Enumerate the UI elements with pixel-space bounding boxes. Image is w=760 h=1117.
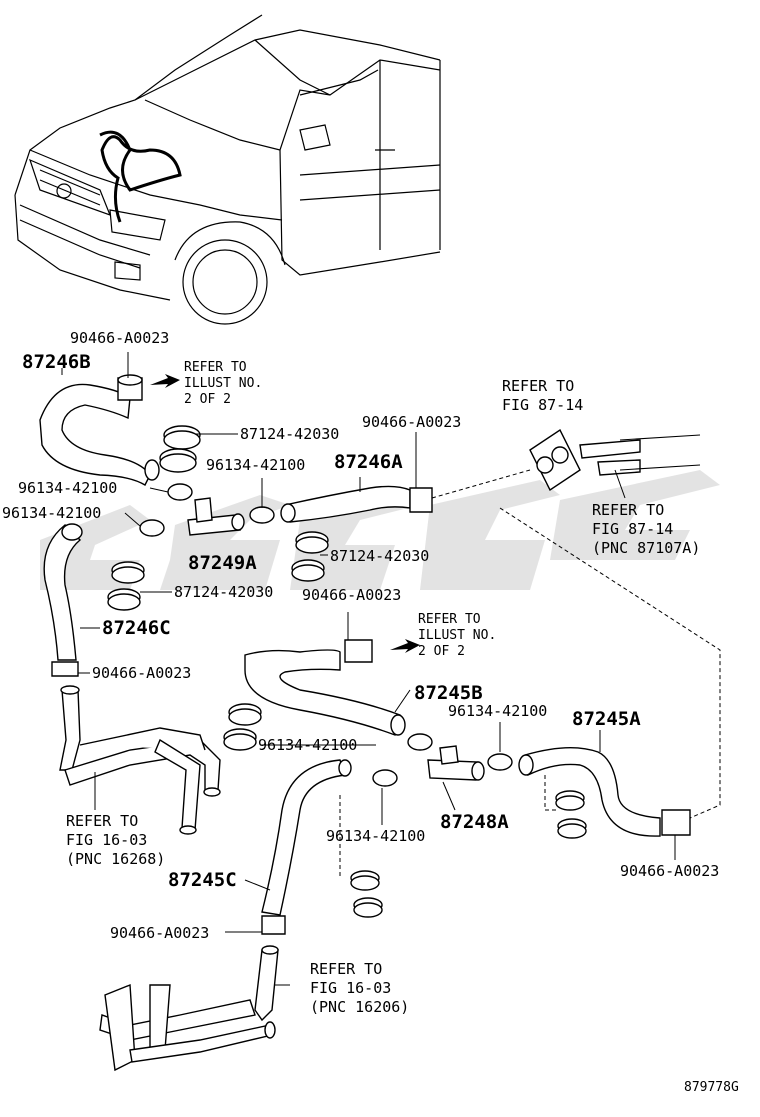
ref-fig-16-03-bottom-line2: FIG 16-03 [310, 979, 392, 997]
label-90466-A0023-2: 90466-A0023 [362, 413, 462, 431]
label-87248A: 87248A [440, 811, 509, 833]
hose-87245C [261, 759, 352, 916]
label-90466-A0023-5: 90466-A0023 [620, 862, 720, 880]
label-96134-42100-1: 96134-42100 [206, 456, 306, 474]
ref-illust-2-line1: REFER TO [418, 612, 481, 627]
clamps-87124-mid [291, 531, 329, 582]
clamp-a0023-mid [409, 487, 433, 513]
ref-fig-16-03-left-line3: (PNC 16268) [66, 850, 166, 868]
hose-87245B [244, 649, 406, 736]
hose-87246C [43, 523, 83, 661]
label-96134-42100-6: 96134-42100 [326, 827, 426, 845]
label-90466-A0023-3: 90466-A0023 [302, 586, 402, 604]
pipes-bottom [99, 945, 279, 1072]
ref-illust-1-line1: REFER TO [184, 360, 247, 375]
ref-fig-16-03-left-line1: REFER TO [66, 812, 139, 830]
joint-87249A [187, 497, 245, 536]
label-96134-42100-2: 96134-42100 [18, 479, 118, 497]
ref-fig-87-14-top-line1: REFER TO [502, 377, 575, 395]
clamp-a0023-mid2 [344, 639, 373, 663]
arrow-icon [150, 374, 420, 653]
label-96134-42100-5: 96134-42100 [258, 736, 358, 754]
clamp-a0023-right [661, 809, 691, 836]
label-96134-42100-3: 96134-42100 [2, 504, 102, 522]
ref-illust-2-line3: 2 OF 2 [418, 644, 465, 659]
clamp-96134-left [139, 483, 193, 537]
vehicle-illustration [14, 14, 441, 325]
joint-87248A [427, 745, 485, 781]
ref-fig-87-14-right-line1: REFER TO [592, 501, 665, 519]
clamps-87124-top [159, 425, 201, 473]
label-90466-A0023-1: 90466-A0023 [70, 329, 170, 347]
label-87245A: 87245A [572, 708, 641, 730]
hose-87246A [249, 485, 411, 524]
clamps-87124-b [223, 703, 262, 751]
ref-fig-16-03-left-line2: FIG 16-03 [66, 831, 148, 849]
ref-illust-1-line2: ILLUST NO. [184, 376, 263, 391]
ref-fig-87-14-right-line2: FIG 87-14 [592, 520, 674, 538]
clamps-87124-c [350, 870, 383, 918]
label-87246A: 87246A [334, 451, 403, 473]
label-90466-A0023-6: 90466-A0023 [110, 924, 210, 942]
clamp-a0023-left [51, 661, 79, 677]
clamps-87124-lower [107, 561, 145, 611]
label-87124-42030-3: 87124-42030 [174, 583, 274, 601]
label-87245C: 87245C [168, 869, 237, 891]
ref-fig-87-14-top-line2: FIG 87-14 [502, 396, 584, 414]
pipes-left [59, 685, 221, 835]
clamp-a0023-bottom [261, 915, 286, 935]
heater-connector [529, 428, 701, 492]
ref-illust-2-line2: ILLUST NO. [418, 628, 497, 643]
label-96134-42100-4: 96134-42100 [448, 702, 548, 720]
ref-illust-1-line3: 2 OF 2 [184, 392, 231, 407]
ref-fig-16-03-bottom-line3: (PNC 16206) [310, 998, 410, 1016]
ref-fig-16-03-bottom-line1: REFER TO [310, 960, 383, 978]
label-87124-42030-1: 87124-42030 [240, 425, 340, 443]
label-87249A: 87249A [188, 552, 257, 574]
ref-fig-87-14-right-line3: (PNC 87107A) [592, 539, 701, 557]
clamp-top [117, 374, 143, 401]
label-87246C: 87246C [102, 617, 171, 639]
diagram-id: 879778G [684, 1080, 739, 1095]
hose-87245A [518, 746, 661, 837]
label-90466-A0023-4: 90466-A0023 [92, 664, 192, 682]
label-87246B: 87246B [22, 351, 91, 373]
hose-87246B [39, 383, 160, 486]
label-87245B: 87245B [414, 682, 483, 704]
leader-lines [61, 352, 721, 986]
clamp-96134-b [372, 733, 513, 787]
clamps-87124-right [555, 790, 587, 839]
label-87124-42030-2: 87124-42030 [330, 547, 430, 565]
